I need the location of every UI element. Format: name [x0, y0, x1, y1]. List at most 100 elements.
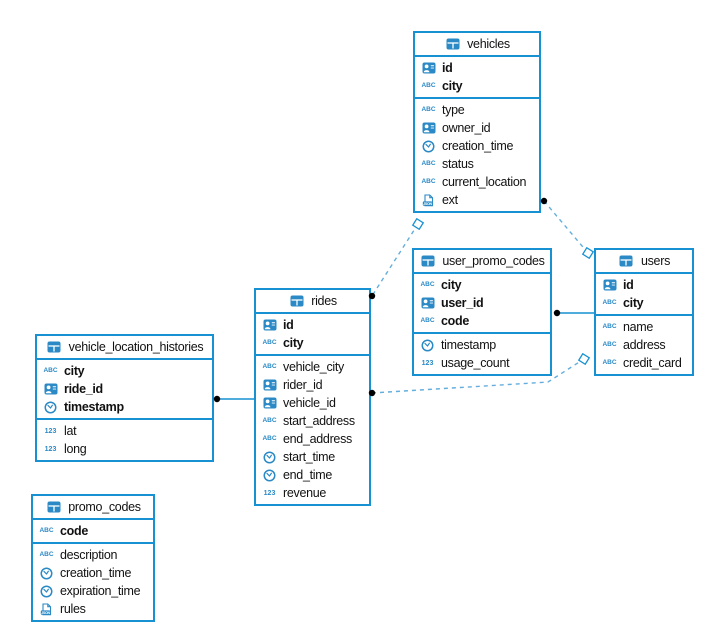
relationship-line: [543, 200, 589, 254]
entity-header[interactable]: user_promo_codes: [414, 250, 550, 274]
cardinality-dot-marker: [553, 309, 561, 317]
field-row-timestamp[interactable]: timestamp: [414, 336, 550, 354]
field-label: city: [623, 296, 644, 310]
abc-icon: ABC: [420, 280, 435, 288]
clock-icon: [420, 139, 437, 153]
abc-icon: ABC: [602, 340, 617, 348]
table-icon: [288, 294, 305, 308]
field-row-creation_time[interactable]: creation_time: [33, 564, 153, 582]
person-card-icon: [42, 382, 59, 396]
field-row-id[interactable]: id: [415, 59, 539, 77]
clock-icon: [38, 566, 55, 580]
json-icon: JSON: [38, 602, 55, 616]
table-icon: [46, 340, 63, 354]
field-row-credit_card[interactable]: ABC credit_card: [596, 354, 692, 372]
entity-header[interactable]: rides: [256, 290, 369, 314]
field-label: code: [441, 314, 469, 328]
field-row-rider_id[interactable]: rider_id: [256, 376, 369, 394]
field-label: status: [442, 157, 474, 171]
clock-icon: [261, 468, 278, 482]
entity-header[interactable]: vehicle_location_histories: [37, 336, 212, 360]
json-icon: JSON: [420, 193, 437, 207]
field-label: type: [442, 103, 465, 117]
field-row-timestamp[interactable]: timestamp: [37, 398, 212, 416]
field-row-id[interactable]: id: [596, 276, 692, 294]
field-label: description: [60, 548, 118, 562]
field-row-id[interactable]: id: [256, 316, 369, 334]
field-row-vehicle_id[interactable]: vehicle_id: [256, 394, 369, 412]
field-label: vehicle_id: [283, 396, 336, 410]
abc-icon: ABC: [43, 366, 58, 374]
entity-header[interactable]: promo_codes: [33, 496, 153, 520]
person-card-icon: [420, 121, 437, 135]
field-label: credit_card: [623, 356, 682, 370]
person-card-icon: [261, 318, 278, 332]
field-label: city: [64, 364, 85, 378]
field-label: lat: [64, 424, 77, 438]
relationship-user_promo_codes-to-users[interactable]: [553, 309, 595, 317]
cardinality-dot-marker: [540, 197, 548, 205]
abc-icon: ABC: [602, 358, 617, 366]
field-label: expiration_time: [60, 584, 141, 598]
field-row-start_time[interactable]: start_time: [256, 448, 369, 466]
svg-text:JSON: JSON: [41, 610, 50, 614]
field-row-owner_id[interactable]: owner_id: [415, 119, 539, 137]
entity-title: rides: [311, 294, 337, 308]
field-label: owner_id: [442, 121, 491, 135]
person-card-icon: [261, 378, 278, 392]
field-row-creation_time[interactable]: creation_time: [415, 137, 539, 155]
field-row-expiration_time[interactable]: expiration_time: [33, 582, 153, 600]
person-card-icon: [419, 296, 436, 310]
clock-icon: [261, 450, 278, 464]
123-icon: 123: [44, 445, 57, 453]
abc-icon: ABC: [421, 105, 436, 113]
relationship-vehicle_location_histories-to-rides[interactable]: [213, 395, 256, 403]
field-label: current_location: [442, 175, 527, 189]
table-icon: [444, 37, 461, 51]
abc-icon: ABC: [39, 550, 54, 558]
field-row-end_time[interactable]: end_time: [256, 466, 369, 484]
field-row-ride_id[interactable]: ride_id: [37, 380, 212, 398]
field-label: timestamp: [441, 338, 496, 352]
field-label: id: [623, 278, 634, 292]
entity-header[interactable]: vehicles: [415, 33, 539, 57]
cardinality-diamond-marker: [581, 246, 595, 260]
fields-section: ABC description creation_time expiration_ti…: [33, 544, 153, 620]
field-row-city[interactable]: ABC city: [37, 362, 212, 380]
field-row-user_id[interactable]: user_id: [414, 294, 550, 312]
cardinality-dot-marker: [213, 395, 221, 403]
entity-header[interactable]: users: [596, 250, 692, 274]
field-label: revenue: [283, 486, 327, 500]
field-label: creation_time: [442, 139, 514, 153]
field-row-description[interactable]: ABC description: [33, 546, 153, 564]
field-row-type[interactable]: ABC type: [415, 101, 539, 119]
person-card-icon: [420, 61, 437, 75]
